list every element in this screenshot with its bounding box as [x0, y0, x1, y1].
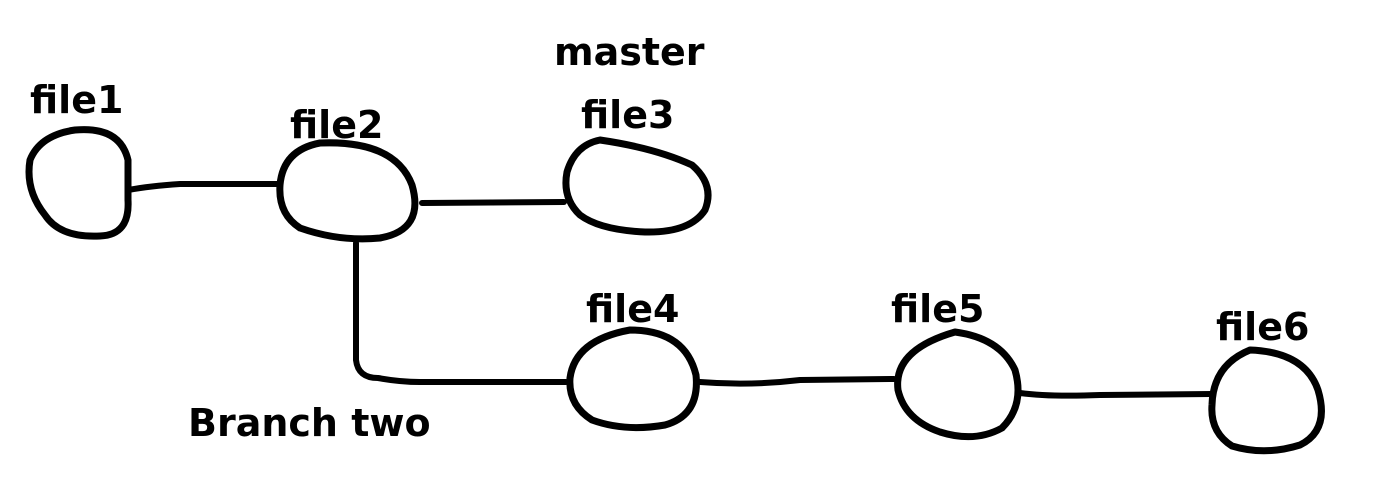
edge-file2-file4: [353, 240, 569, 385]
node-label-file4: file4: [586, 287, 679, 331]
node-label-file5: file5: [891, 287, 984, 331]
node-file4: [566, 326, 700, 432]
branch-label-master: master: [554, 30, 705, 74]
node-label-file6: file6: [1216, 305, 1309, 349]
node-label-file1: file1: [30, 78, 123, 122]
node-file3: [562, 136, 712, 236]
edge-file4-file5: [697, 376, 897, 387]
node-file6: [1208, 346, 1325, 455]
node-file1: [25, 126, 132, 240]
edge-file1-file2: [125, 181, 283, 193]
node-file2: [276, 139, 419, 243]
branch-label-branch-two: Branch two: [188, 401, 431, 445]
node-label-file2: file2: [290, 103, 383, 147]
node-label-file3: file3: [581, 93, 674, 137]
edge-file2-file3: [419, 199, 567, 206]
node-file5: [894, 328, 1022, 441]
edge-file5-file6: [1017, 390, 1215, 399]
